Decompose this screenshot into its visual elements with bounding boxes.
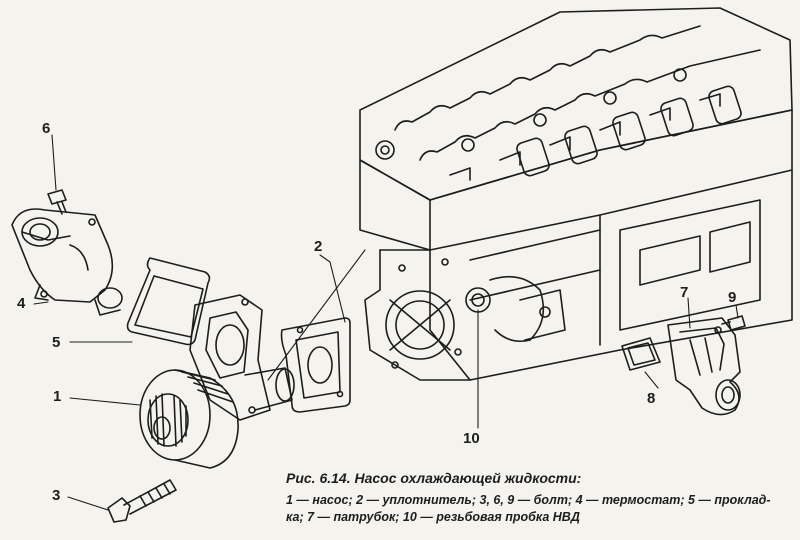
callout-10: 10 [463, 430, 480, 447]
bolt-3 [107, 479, 177, 523]
callout-1: 1 [53, 388, 62, 405]
callout-2: 2 [314, 238, 323, 255]
callout-7: 7 [680, 284, 689, 301]
bolt-9 [721, 315, 746, 331]
caption-legend-line-2: ка; 7 — патрубок; 10 — резьбовая пробка … [286, 510, 580, 524]
hose-connector-7 [667, 317, 741, 416]
gasket-8 [621, 337, 661, 371]
callout-4: 4 [17, 295, 26, 312]
callout-5: 5 [52, 334, 61, 351]
leader-lines [33, 134, 739, 511]
callout-9: 9 [728, 289, 737, 306]
figure-caption: Рис. 6.14. Насос охлаждающей жидкости: 1… [286, 470, 792, 526]
callout-8: 8 [647, 390, 656, 407]
caption-legend-line-1: 1 — насос; 2 — уплотнитель; 3, 6, 9 — бо… [286, 493, 771, 507]
bolt-6 [47, 189, 67, 215]
engine-block [359, 7, 793, 381]
water-pump [139, 294, 295, 469]
caption-title: Рис. 6.14. Насос охлаждающей жидкости: [286, 470, 582, 486]
thermostat [11, 208, 123, 316]
callout-3: 3 [52, 487, 61, 504]
callout-6: 6 [42, 120, 51, 137]
gasket-5 [126, 257, 211, 346]
seal-2 [280, 317, 351, 413]
